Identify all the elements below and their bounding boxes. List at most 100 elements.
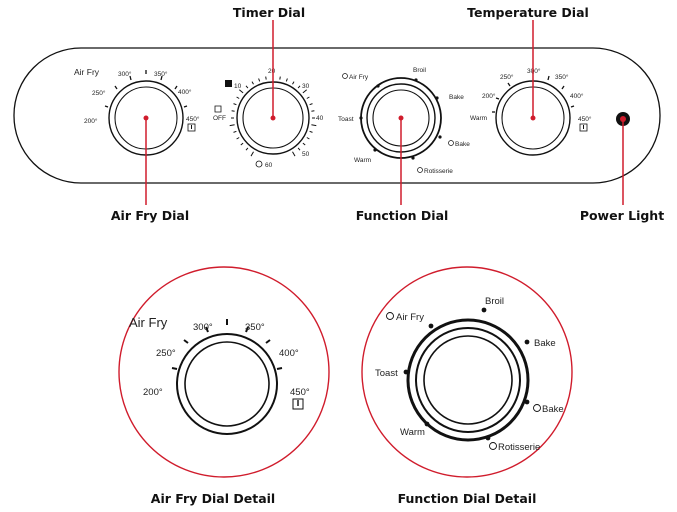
timer-icon xyxy=(255,160,263,168)
timer-tick xyxy=(250,151,254,157)
timer-tick xyxy=(265,76,267,80)
function-mode-label: Air Fry xyxy=(349,74,369,81)
timer-tick xyxy=(245,147,249,151)
air-fry-detail-temp: 200° xyxy=(143,387,163,398)
function-detail-outer-ring xyxy=(406,318,530,442)
temperature-dial-callout: Temperature Dial xyxy=(467,5,589,20)
timer-label: 60 xyxy=(265,162,273,169)
fan-icon xyxy=(448,140,454,146)
function-detail-mode: Air Fry xyxy=(396,312,424,323)
function-dial-callout: Function Dial xyxy=(356,208,449,223)
power-light-callout: Power Light xyxy=(580,208,664,223)
timer-label: 40 xyxy=(316,115,324,122)
air-fry-temp-label: 350° xyxy=(154,70,168,78)
timer-tick xyxy=(231,110,235,112)
air-fry-dial-detail: Air Fry 200° 250° 300° 350° 400° 450° xyxy=(118,266,330,478)
air-fry-detail-temp: 400° xyxy=(279,348,299,359)
function-dial-dots xyxy=(359,78,442,160)
control-panel-outline xyxy=(13,47,661,184)
thermometer-icon xyxy=(187,123,196,132)
timer-tick xyxy=(311,110,315,112)
air-fry-dial-title: Air Fry xyxy=(74,67,100,77)
function-mode-label: Rotisserie xyxy=(424,168,453,175)
function-detail-mode: Bake xyxy=(534,338,556,349)
timer-label: 50 xyxy=(302,151,310,158)
timer-tick xyxy=(240,142,244,146)
timer-tick xyxy=(245,85,249,89)
bell-icon xyxy=(214,105,222,113)
air-fry-detail-title: Air Fry xyxy=(129,315,168,330)
timer-tick xyxy=(238,89,244,94)
temperature-label: 400° xyxy=(570,92,584,100)
thermometer-icon xyxy=(292,398,304,410)
timer-tick xyxy=(311,124,317,127)
fan-icon xyxy=(342,73,348,79)
temperature-label: 200° xyxy=(482,92,496,100)
timer-tick xyxy=(292,151,296,157)
air-fry-temp-label: 400° xyxy=(178,88,192,96)
timer-tick xyxy=(306,137,310,140)
air-fry-detail-temp: 250° xyxy=(156,348,176,359)
function-detail-mode: Bake xyxy=(542,404,564,415)
timer-icon xyxy=(225,80,232,87)
function-detail-mode: Toast xyxy=(375,368,398,379)
function-detail-dots xyxy=(403,307,530,441)
timer-tick xyxy=(229,124,235,127)
timer-tick xyxy=(236,137,240,140)
timer-tick xyxy=(258,78,261,82)
timer-label: 20 xyxy=(268,68,276,75)
temperature-label: 250° xyxy=(500,73,514,81)
timer-tick xyxy=(251,81,254,85)
timer-dial-callout: Timer Dial xyxy=(233,5,305,20)
timer-tick xyxy=(309,103,313,106)
function-dial-detail: Air Fry Broil Bake Bake Rotisserie Warm … xyxy=(361,266,573,478)
air-fry-temp-label: 300° xyxy=(118,70,132,78)
function-mode-label: Bake xyxy=(455,141,470,148)
temperature-label: 350° xyxy=(555,73,569,81)
fan-icon xyxy=(417,167,423,173)
timer-tick xyxy=(292,81,295,85)
temperature-label: 300° xyxy=(527,67,541,75)
timer-tick xyxy=(236,96,240,99)
function-detail-mode: Rotisserie xyxy=(498,442,540,453)
timer-label: OFF xyxy=(213,115,226,122)
air-fry-temp-label: 450° xyxy=(186,115,200,123)
function-mode-label: Toast xyxy=(338,116,354,123)
air-fry-detail-temp: 300° xyxy=(193,322,213,333)
air-fry-temp-label: 200° xyxy=(84,117,98,125)
temperature-label: Warm xyxy=(470,115,487,122)
timer-tick xyxy=(285,78,288,82)
thermometer-icon xyxy=(579,123,588,132)
timer-tick xyxy=(297,85,301,89)
timer-tick xyxy=(302,89,308,94)
air-fry-temp-label: 250° xyxy=(92,89,106,97)
function-detail-mode: Warm xyxy=(400,427,425,438)
air-fry-detail-temp: 450° xyxy=(290,387,310,398)
timer-tick xyxy=(297,147,301,151)
fan-icon xyxy=(489,442,497,450)
timer-tick xyxy=(233,103,237,106)
function-mode-label: Bake xyxy=(449,94,464,101)
function-detail-callout: Function Dial Detail xyxy=(398,491,537,506)
timer-label: 10 xyxy=(234,83,242,90)
temperature-label: 450° xyxy=(578,115,592,123)
timer-tick xyxy=(302,142,306,146)
air-fry-detail-temp: 350° xyxy=(245,322,265,333)
fan-icon xyxy=(386,312,394,320)
fan-icon xyxy=(533,404,541,412)
timer-tick xyxy=(306,96,310,99)
function-mode-label: Warm xyxy=(354,157,371,164)
air-fry-dial-ticks xyxy=(104,70,188,108)
air-fry-dial-callout: Air Fry Dial xyxy=(111,208,189,223)
air-fry-detail-ticks xyxy=(171,319,283,370)
callout-lines xyxy=(143,20,624,205)
timer-tick xyxy=(279,76,281,80)
timer-label: 30 xyxy=(302,83,310,90)
timer-dial-ticks xyxy=(229,74,317,157)
timer-tick xyxy=(233,130,237,133)
air-fry-detail-callout: Air Fry Dial Detail xyxy=(151,491,275,506)
timer-tick xyxy=(309,130,313,133)
function-detail-mode: Broil xyxy=(485,296,504,307)
timer-dial[interactable]: OFF 10 20 30 40 50 60 xyxy=(213,68,324,169)
